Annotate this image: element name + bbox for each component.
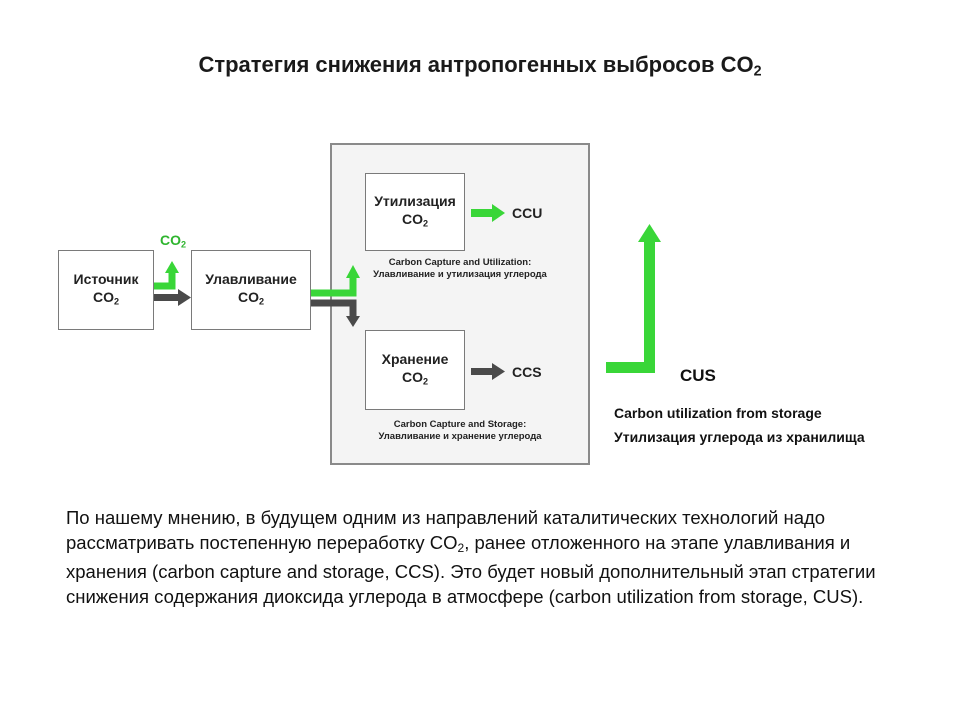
storage-box: Хранение CO2 [365,330,465,410]
cus-title: CUS [680,366,716,385]
ccu-caption: Carbon Capture and Utilization: Улавлива… [373,257,547,280]
source-box: Источник CO2 [58,250,154,330]
utilization-box-co2: CO2 [401,210,429,229]
storage-box-co2: CO2 [401,368,429,387]
storage-to-ccs-arrow [471,363,505,380]
utilization-box-label: Утилизация [374,192,456,209]
co2-emission-label: CO2 [160,232,187,250]
cus-description-en: Carbon utilization from storage [614,405,822,421]
source-box-co2: CO2 [92,288,120,307]
source-box-label: Источник [73,270,139,287]
capture-box-co2: CO2 [237,288,265,307]
source-to-capture-arrow [153,289,191,306]
page-title: Стратегия снижения антропогенных выбросо… [198,52,762,80]
utilization-to-ccu-arrow [471,204,505,222]
capture-box-label: Улавливание [205,270,297,287]
source-emission-arrow [153,261,179,290]
capture-to-storage-arrow [310,299,360,327]
ccs-label: CCS [512,364,542,380]
capture-box: Улавливание CO2 [191,250,311,330]
capture-to-utilization-arrow [310,265,360,297]
storage-box-label: Хранение [381,350,449,367]
cus-description-ru: Утилизация углерода из хранилища [614,429,865,445]
cus-arrow [606,224,661,373]
utilization-box: Утилизация CO2 [365,173,465,251]
ccs-caption: Carbon Capture and Storage: Улавливание … [378,419,542,442]
ccu-label: CCU [512,205,543,221]
conclusion-paragraph: По нашему мнению, в будущем одним из нап… [66,507,876,607]
